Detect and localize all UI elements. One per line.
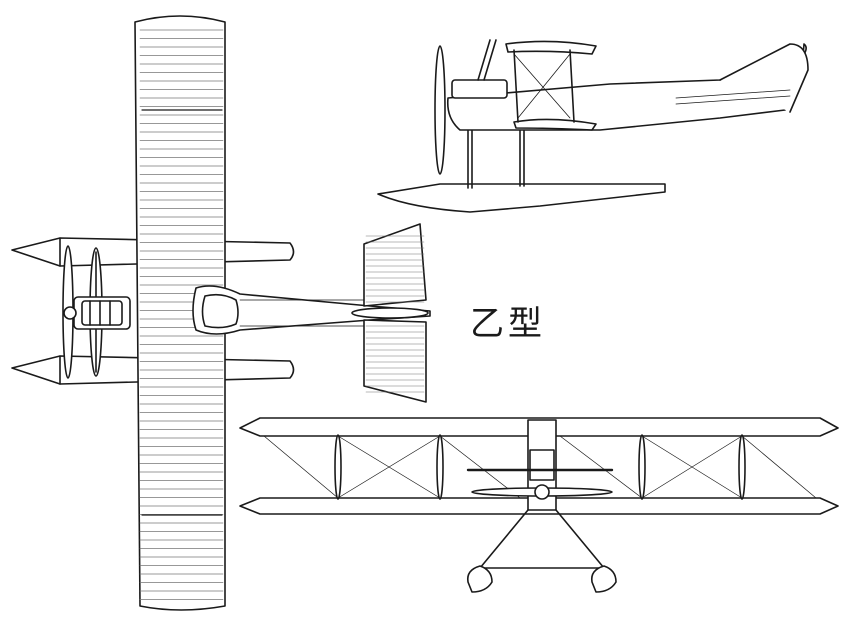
plan-engine: [63, 296, 131, 330]
front-float-right: [590, 565, 617, 593]
side-propeller: [434, 45, 446, 175]
front-view: [239, 417, 839, 593]
front-float-left: [466, 565, 493, 593]
side-upper-wing: [505, 40, 597, 55]
plan-wing: [134, 15, 226, 611]
side-float: [377, 183, 666, 213]
caption: 乙型: [470, 304, 546, 344]
front-struts: [334, 434, 746, 500]
plan-view: [11, 15, 431, 611]
plan-fuselage: [192, 285, 431, 335]
front-bracing: [263, 435, 817, 499]
side-view: [377, 39, 809, 213]
plan-tailplane: [351, 223, 429, 403]
